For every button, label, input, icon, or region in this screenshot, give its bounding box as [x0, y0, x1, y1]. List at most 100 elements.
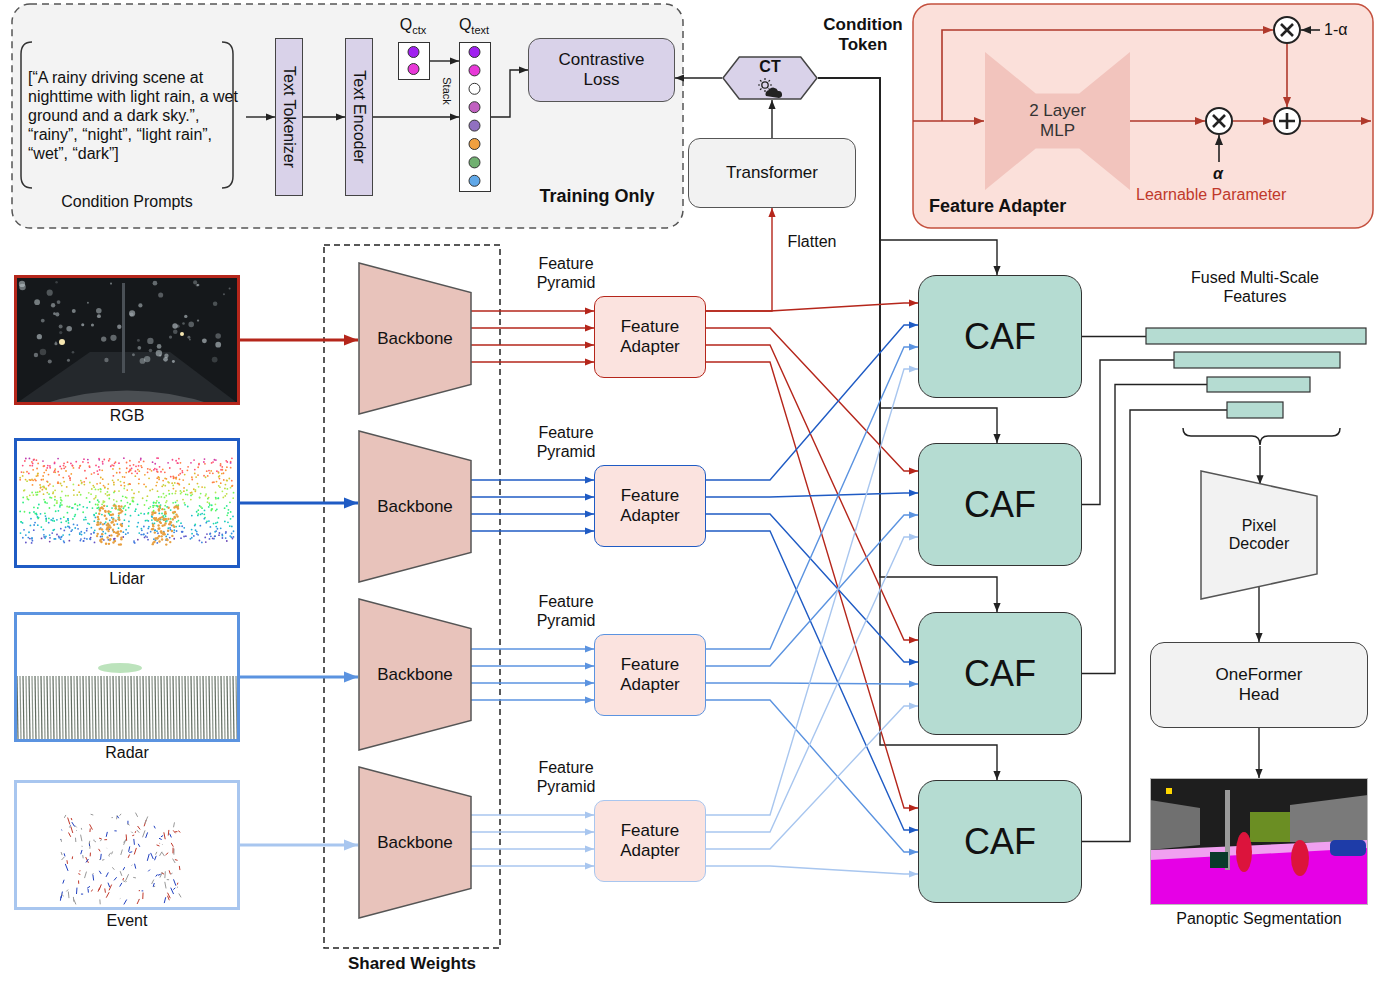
drawn-circle [95, 504, 97, 506]
drawn-line [81, 835, 82, 842]
drawn-polygon [1201, 471, 1317, 599]
drawn-circle [77, 528, 79, 530]
drawn-line [111, 817, 112, 818]
drawn-circle [187, 506, 189, 508]
drawn-circle [165, 538, 167, 540]
drawn-line [154, 826, 155, 829]
drawn-circle [52, 529, 54, 531]
drawn-line [61, 894, 63, 896]
connector [706, 515, 918, 666]
drawn-circle [31, 465, 33, 467]
drawn-circle [85, 477, 87, 479]
drawn-circle [211, 508, 213, 510]
connector [430, 61, 459, 62]
drawn-circle [1274, 108, 1300, 134]
drawn-circle [32, 494, 34, 496]
drawn-circle [31, 461, 33, 463]
drawn-circle [26, 480, 28, 482]
drawn-circle [31, 537, 33, 539]
connector-line [706, 706, 918, 849]
drawn-circle [173, 526, 175, 528]
symbol-heading: Qtext [438, 16, 510, 36]
connector [1082, 360, 1174, 505]
drawn-line [99, 899, 100, 904]
connector [471, 815, 594, 866]
text-holder: Feature Adapter [929, 196, 1109, 217]
text-holder: RGB [14, 407, 240, 425]
connector-line [1082, 385, 1207, 674]
drawn-circle [226, 466, 228, 468]
drawn-circle [117, 479, 119, 481]
drawn-circle [79, 540, 81, 542]
drawn-line [173, 859, 176, 863]
drawn-line [149, 676, 150, 740]
drawn-circle [102, 523, 104, 525]
drawn-circle [138, 478, 140, 480]
drawn-rect [122, 283, 125, 373]
vertical-label: Text Tokenizer [280, 66, 298, 168]
drawn-line [129, 846, 130, 851]
drawn-line [109, 853, 111, 856]
drawn-circle [43, 465, 45, 467]
drawn-circle [45, 469, 47, 471]
drawn-circle [219, 475, 221, 477]
box-label: Feature Adapter [600, 655, 700, 695]
drawn-circle [53, 520, 55, 522]
drawn-circle [219, 478, 221, 480]
drawn-circle [120, 481, 122, 483]
connector [706, 345, 918, 640]
connector [373, 117, 459, 118]
drawn-circle [188, 322, 194, 328]
box-label: 2 Layer MLP [1016, 101, 1100, 141]
drawn-circle [118, 543, 120, 545]
drawn-circle [109, 519, 111, 521]
drawn-circle [232, 515, 234, 517]
drawn-circle [229, 501, 231, 503]
drawn-circle [140, 512, 142, 514]
drawn-circle [204, 458, 206, 460]
drawn-circle [157, 476, 159, 478]
drawn-line [62, 857, 65, 860]
text-holder: Feature Pyramid [529, 254, 603, 292]
drawn-circle [183, 490, 185, 492]
drawn-line [170, 676, 171, 740]
fusion-block: CAF [918, 275, 1082, 398]
drawn-circle [33, 506, 35, 508]
drawn-circle [20, 521, 22, 523]
drawn-circle [82, 461, 84, 463]
drawn-circle [176, 530, 178, 532]
connector [303, 117, 345, 118]
drawn-circle [116, 501, 118, 503]
drawn-line [134, 676, 135, 740]
drawn-circle [118, 490, 120, 492]
drawn-circle [95, 464, 97, 466]
drawn-circle [167, 533, 169, 535]
drawn-circle [156, 537, 158, 539]
drawn-circle [114, 507, 116, 509]
drawn-circle [173, 477, 175, 479]
fusion-block: CAF [918, 443, 1082, 566]
drawn-circle [160, 535, 162, 537]
drawn-circle [172, 488, 174, 490]
drawn-line [112, 867, 114, 869]
drawn-circle [205, 476, 207, 478]
drawn-line [76, 888, 77, 894]
edge-label: Stack [440, 77, 454, 105]
drawn-circle [90, 493, 92, 495]
drawn-line [132, 835, 134, 837]
connector [706, 493, 918, 497]
drawn-circle [158, 477, 160, 479]
drawn-circle [183, 527, 185, 529]
drawn-circle [123, 487, 125, 489]
drawn-line [76, 830, 78, 831]
drawn-circle [45, 518, 47, 520]
drawn-circle [220, 465, 222, 467]
drawn-path [1130, 120, 1205, 122]
drawn-circle [31, 538, 33, 540]
drawn-circle [211, 508, 213, 510]
drawn-circle [103, 485, 105, 487]
drawn-line [120, 883, 122, 887]
drawn-circle [105, 518, 107, 520]
query-symbol: Q [459, 16, 471, 33]
drawn-circle [108, 526, 110, 528]
